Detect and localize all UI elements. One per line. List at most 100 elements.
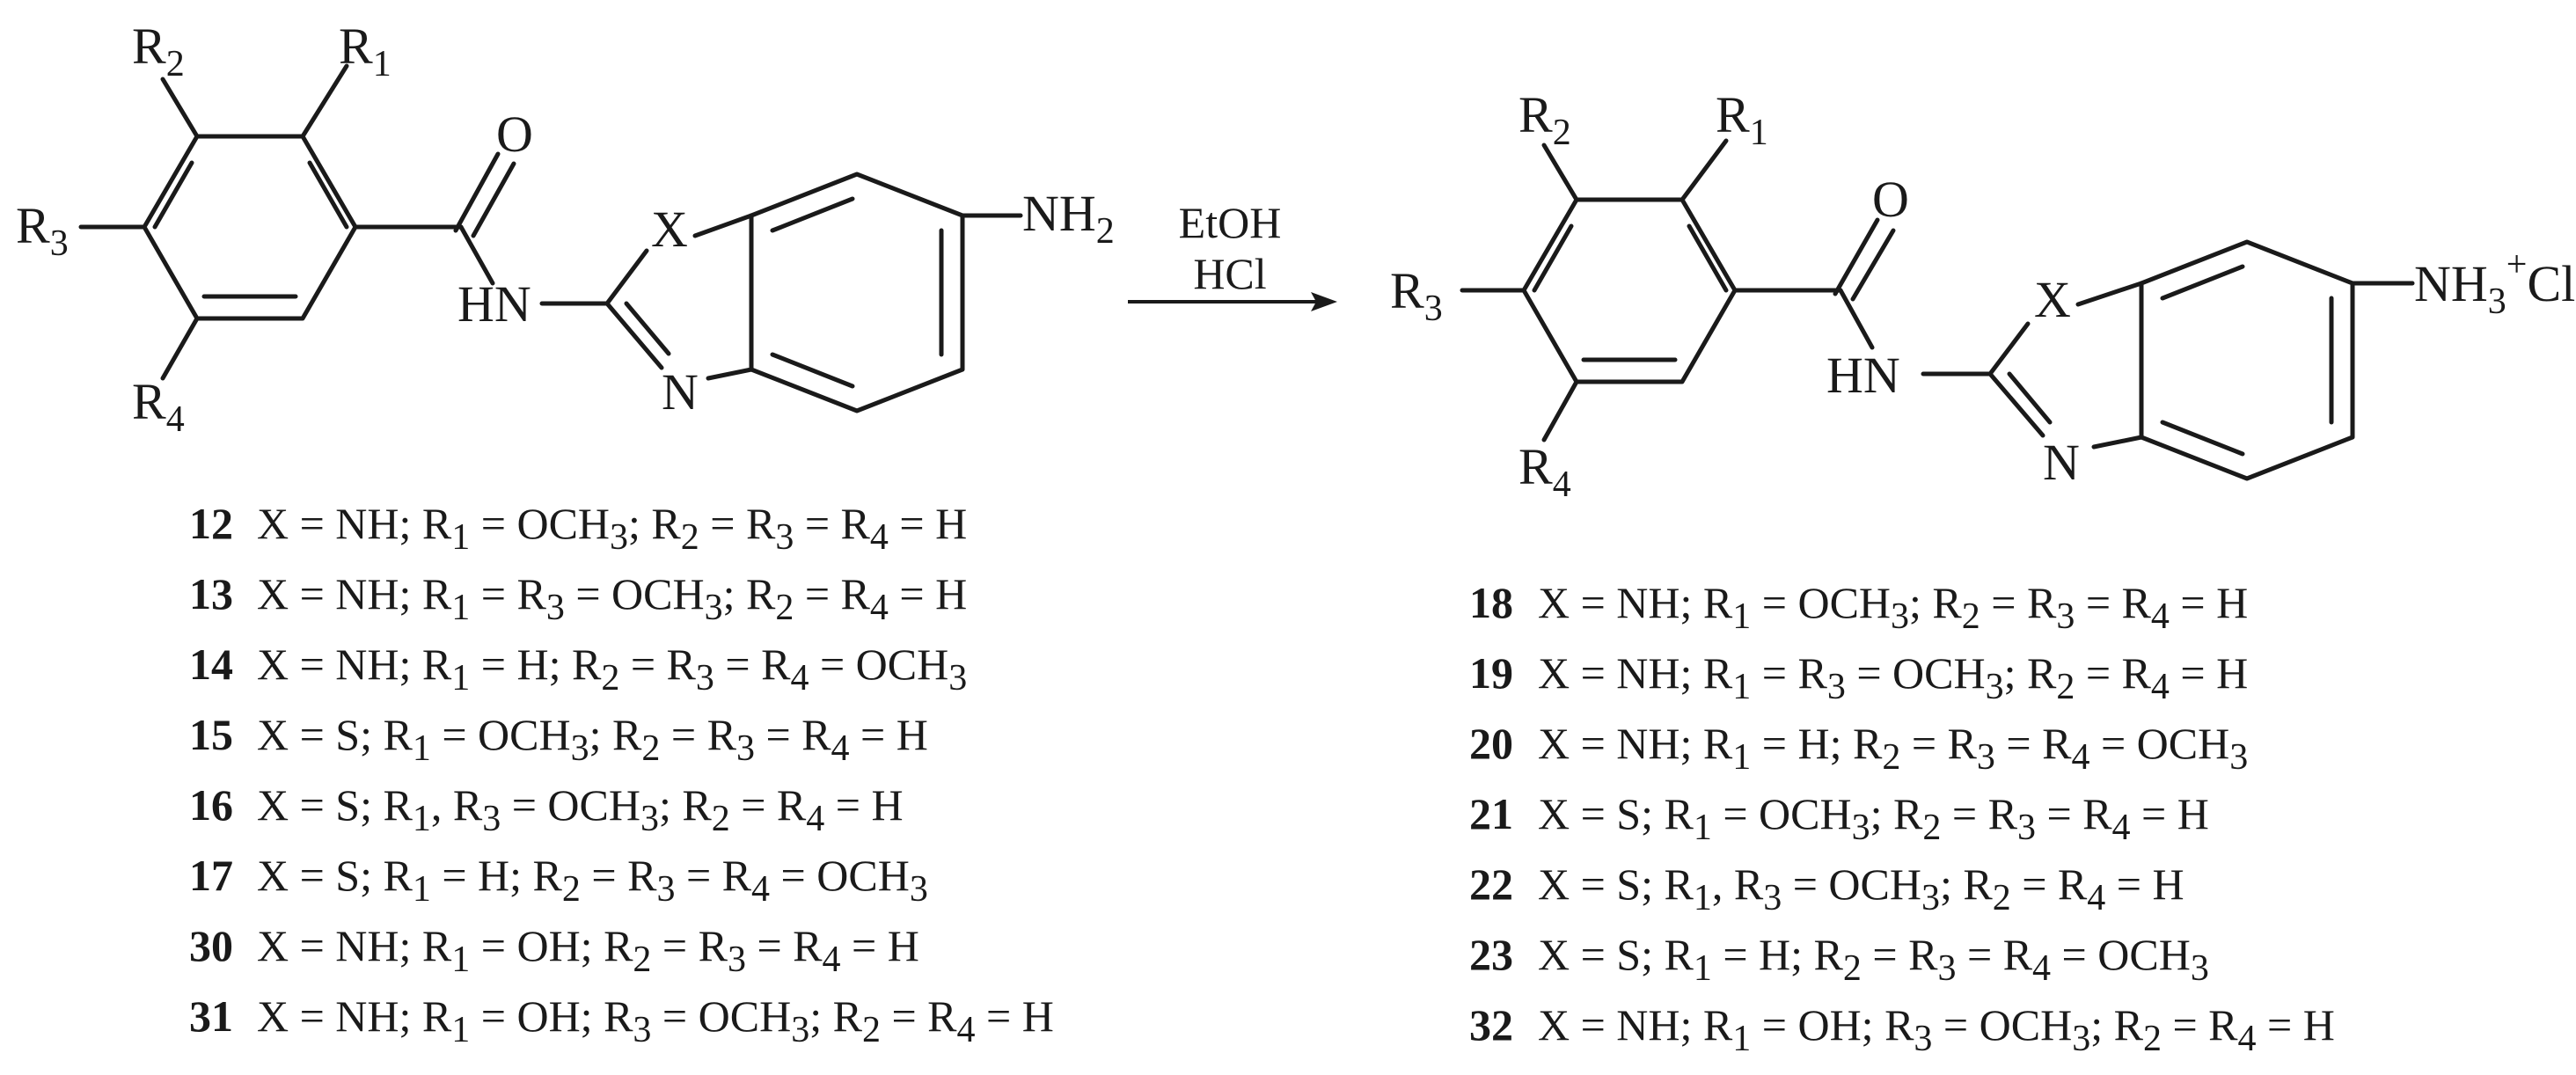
subscript: 2 — [775, 588, 794, 628]
subscript: 1 — [413, 799, 431, 839]
definition-text: = H — [2257, 1000, 2335, 1049]
subscript: 4 — [2032, 948, 2051, 989]
subscript: 3 — [2229, 737, 2248, 778]
subscript: 2 — [1843, 948, 1862, 989]
definition-text: = R — [755, 710, 831, 759]
reaction-arrow: EtOH HCl — [1128, 198, 1337, 311]
definition-text: X = NH; R — [1538, 578, 1733, 627]
subscript: 4 — [870, 588, 889, 628]
definition-text: X = S; R — [257, 780, 413, 830]
compound-definition: X = NH; R1 = OH; R3 = OCH3; R2 = R4 = H — [1538, 1000, 2335, 1059]
definition-text: ; R — [1940, 859, 1993, 909]
definition-text: ; R — [809, 991, 862, 1041]
definition-text: = R — [714, 640, 791, 689]
definition-text: = OH; R — [470, 991, 633, 1041]
definition-text: ; R — [1909, 578, 1962, 627]
product-r1-bond — [1680, 138, 1729, 202]
product-benzene-ring — [1521, 197, 1738, 384]
subscript: 1 — [1694, 808, 1712, 848]
compound-number: 21 — [1469, 789, 1513, 838]
definition-text: = R — [1956, 930, 2032, 979]
product-carbonyl-n-bond — [1838, 288, 1875, 350]
subscript: 4 — [2151, 667, 2170, 707]
definition-text: X = NH; R — [257, 640, 452, 689]
definition-text: X = S; R — [1538, 859, 1694, 909]
definition-text: = H — [841, 921, 919, 970]
definition-text: = OCH — [565, 569, 705, 618]
definition-text: = R — [2036, 789, 2112, 838]
compound-definition: X = NH; R1 = H; R2 = R3 = R4 = OCH3 — [1538, 719, 2248, 778]
definition-text: ; R — [659, 780, 712, 830]
definition-text: = R — [470, 569, 546, 618]
definition-text: = OCH — [651, 991, 791, 1041]
subscript: 3 — [2017, 808, 2036, 848]
reactant-r2-bond — [160, 77, 200, 139]
definition-text: = R — [1862, 930, 1938, 979]
subscript: 4 — [831, 728, 850, 769]
subscript: 3 — [1937, 948, 1956, 989]
definition-text: X = NH; R — [257, 569, 452, 618]
product-r2-bond — [1541, 143, 1579, 202]
arrowhead-icon — [1311, 292, 1337, 311]
reactant-r4-label: R4 — [132, 373, 185, 440]
definition-text: = R — [730, 780, 807, 830]
subscript: 1 — [1694, 878, 1712, 918]
definition-text: X = NH; R — [257, 499, 452, 548]
reactant-carbonyl-n-bond — [458, 224, 495, 286]
subscript: 4 — [957, 1010, 976, 1050]
compound-number: 20 — [1469, 719, 1513, 768]
subscript: 4 — [2151, 596, 2170, 637]
reactant-fused-benzene-ring — [749, 172, 965, 413]
definition-text: = R — [794, 569, 870, 618]
subscript: 2 — [681, 517, 699, 558]
compound-number: 12 — [189, 499, 233, 548]
subscript: 1 — [1732, 596, 1751, 637]
definition-text: = R — [651, 921, 728, 970]
subscript: 3 — [610, 517, 628, 558]
definition-text: = H; R — [1751, 719, 1883, 768]
subscript: 3 — [640, 799, 659, 839]
subscript: 1 — [451, 658, 470, 698]
product-carbonyl-o-label: O — [1872, 171, 1909, 228]
subscript: 4 — [790, 658, 809, 698]
definition-text: = H — [2131, 789, 2209, 838]
subscript: 3 — [948, 658, 967, 698]
definition-text: = H — [850, 710, 928, 759]
subscript: 2 — [1882, 737, 1900, 778]
product-r3-label: R3 — [1390, 262, 1443, 329]
subscript: 3 — [910, 869, 928, 910]
subscript: 4 — [870, 517, 889, 558]
compound-number: 15 — [189, 710, 233, 759]
compound-definition: X = NH; R1 = OCH3; R2 = R3 = R4 = H — [257, 499, 967, 558]
compound-definition: X = NH; R1 = OH; R3 = OCH3; R2 = R4 = H — [257, 991, 1054, 1050]
subscript: 3 — [705, 588, 723, 628]
reactant-benzene-ring — [142, 134, 358, 321]
definition-text: = H — [889, 499, 967, 548]
product-x-label: X — [2034, 271, 2071, 328]
product-ring-n-label: N — [2043, 434, 2080, 491]
definition-text: = R — [1941, 789, 2017, 838]
subscript: 3 — [696, 658, 714, 698]
subscript: 3 — [546, 588, 565, 628]
definition-text: = R — [881, 991, 957, 1041]
subscript: 2 — [562, 869, 581, 910]
definition-text: X = NH; R — [257, 991, 452, 1041]
compound-number: 13 — [189, 569, 233, 618]
compound-definition: X = NH; R1 = R3 = OCH3; R2 = R4 = H — [1538, 648, 2248, 707]
product-r2-label: R2 — [1519, 86, 1571, 153]
subscript: 3 — [791, 1010, 809, 1050]
product-r4-bond — [1541, 379, 1579, 442]
subscript: 3 — [1827, 667, 1846, 707]
subscript: 3 — [2072, 1019, 2090, 1059]
reactant-structure: R2 R1 R3 R4 O HN X N NH2 — [16, 18, 1115, 440]
subscript: 4 — [751, 869, 770, 910]
compound-number: 31 — [189, 991, 233, 1041]
definition-text: = R — [1995, 719, 2072, 768]
product-amide-nh-label: HN — [1826, 347, 1900, 404]
subscript: 3 — [1986, 667, 2004, 707]
subscript: 3 — [1763, 878, 1782, 918]
definition-text: ; R — [628, 499, 681, 548]
definition-text: ; R — [1870, 789, 1923, 838]
subscript: 1 — [451, 940, 470, 980]
